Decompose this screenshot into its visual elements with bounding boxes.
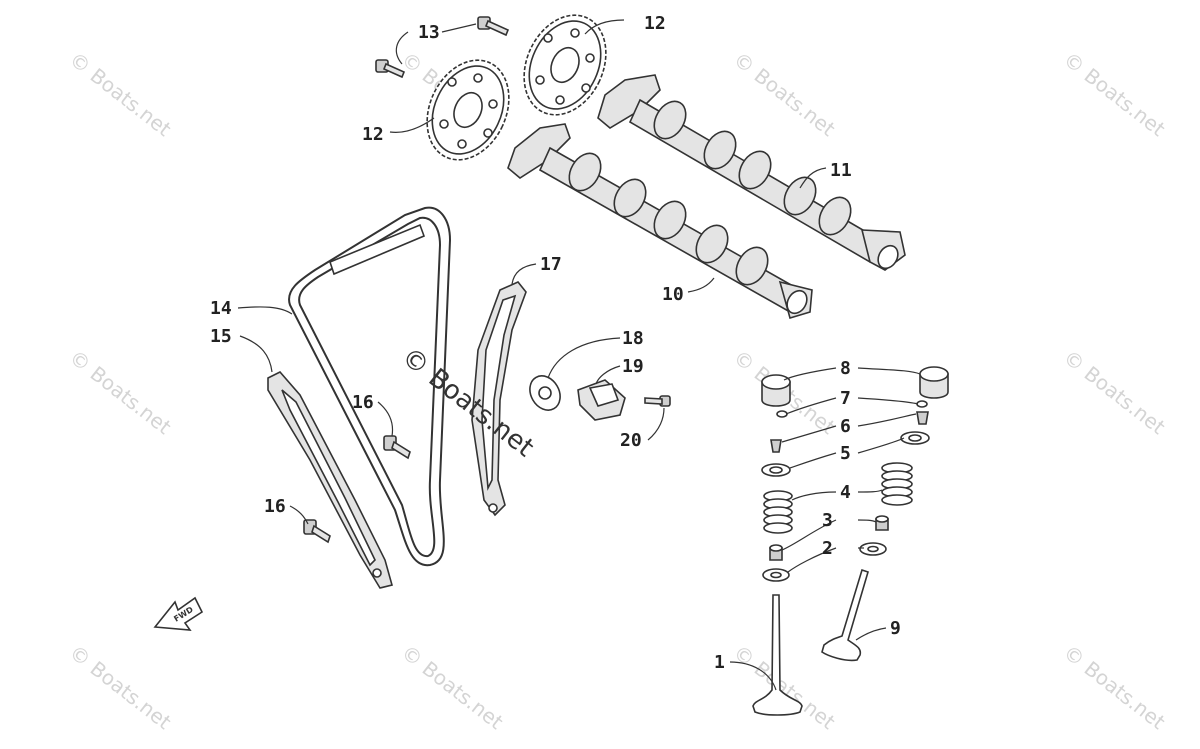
callout-3: 3 — [822, 510, 833, 531]
callout-4: 4 — [840, 482, 851, 503]
guide-bolt — [303, 519, 331, 544]
valve-spring-retainer — [761, 431, 930, 477]
leader-lines — [237, 19, 921, 691]
valve-lifter — [919, 366, 949, 399]
valve-stem-seal — [769, 515, 889, 561]
watermark: © Boats.net — [1059, 345, 1170, 439]
chain-tensioner — [577, 379, 626, 421]
camshaft-intake — [507, 123, 813, 320]
callout-5: 5 — [840, 443, 851, 464]
watermark: © Boats.net — [65, 47, 176, 141]
tensioner-gasket — [529, 375, 561, 411]
callout-7: 7 — [840, 388, 851, 409]
callout-1: 1 — [714, 652, 725, 673]
callout-6: 6 — [840, 416, 851, 437]
sprocket-bolt — [477, 16, 510, 37]
cam-sprocket-front — [426, 59, 510, 161]
callout-10: 10 — [662, 284, 684, 305]
exhaust-valve — [821, 568, 869, 662]
valve-lifter — [761, 374, 791, 407]
forward-direction-arrow: FWD — [153, 596, 204, 631]
callout-17: 17 — [540, 254, 562, 275]
watermark: © Boats.net — [1059, 640, 1170, 734]
callout-12: 12 — [644, 13, 666, 34]
camshaft-exhaust — [597, 74, 906, 271]
tensioner-bolt — [644, 395, 671, 407]
callout-2: 2 — [822, 538, 833, 559]
callout-9: 9 — [890, 618, 901, 639]
sprocket-bolt — [375, 59, 406, 79]
valve-spring-seat — [762, 542, 887, 582]
timing-chain — [288, 206, 452, 567]
callout-20: 20 — [620, 430, 642, 451]
callout-12: 12 — [362, 124, 384, 145]
callout-19: 19 — [622, 356, 644, 377]
chain-tensioner-guide — [471, 281, 527, 517]
valve-spring — [763, 462, 913, 534]
watermark: © Boats.net — [65, 640, 176, 734]
callout-labels: 13 12 12 11 10 17 14 15 16 16 18 19 20 8… — [210, 13, 901, 673]
center-watermark: © Boats.net — [396, 342, 539, 463]
watermark: © Boats.net — [1059, 47, 1170, 141]
watermark: © Boats.net — [65, 345, 176, 439]
callout-14: 14 — [210, 298, 232, 319]
callout-16: 16 — [352, 392, 374, 413]
guide-bolt — [383, 435, 411, 460]
cam-sprocket-rear — [523, 14, 607, 116]
chain-guide — [267, 371, 393, 589]
watermark: © Boats.net — [729, 640, 840, 734]
intake-valve — [752, 594, 803, 716]
callout-11: 11 — [830, 160, 852, 181]
callout-13: 13 — [418, 22, 440, 43]
callout-15: 15 — [210, 326, 232, 347]
valve-keeper — [770, 411, 929, 453]
callout-16: 16 — [264, 496, 286, 517]
callout-18: 18 — [622, 328, 644, 349]
watermark: © Boats.net — [729, 47, 840, 141]
watermark: © Boats.net — [397, 640, 508, 734]
callout-8: 8 — [840, 358, 851, 379]
